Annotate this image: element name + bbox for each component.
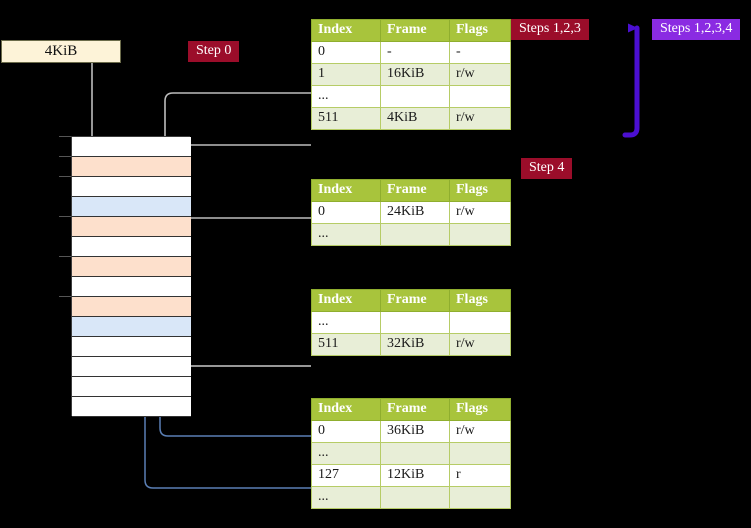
- column-header-index: Index: [311, 179, 381, 202]
- table-row[interactable]: ...: [311, 311, 511, 334]
- column-header-frame: Frame: [380, 289, 450, 312]
- table-cell: r/w: [449, 63, 511, 86]
- table-cell: r/w: [449, 333, 511, 356]
- table-cell: r: [449, 464, 511, 487]
- memory-frame-row: [72, 397, 191, 417]
- table-cell: [380, 486, 450, 509]
- memory-tick-mark: [59, 256, 71, 257]
- table-cell: [380, 442, 450, 465]
- table-cell: 16KiB: [380, 63, 450, 86]
- column-header-frame: Frame: [380, 19, 450, 42]
- table-cell: [449, 223, 511, 246]
- memory-tick-mark: [59, 296, 71, 297]
- table-cell: r/w: [449, 201, 511, 224]
- table-row[interactable]: ...: [311, 85, 511, 108]
- table-cell: 1: [311, 63, 381, 86]
- table-cell: 0: [311, 201, 381, 224]
- column-header-index: Index: [311, 19, 381, 42]
- table-cell: r/w: [449, 420, 511, 443]
- table-cell: 0: [311, 420, 381, 443]
- memory-frame-row: [72, 237, 191, 257]
- memory-frame-row: [72, 317, 191, 337]
- wire-pdpt-0-to-frame: [180, 217, 311, 236]
- badge-steps-123: Steps 1,2,3: [511, 19, 589, 40]
- column-header-flags: Flags: [449, 19, 511, 42]
- badge-step-0: Step 0: [188, 41, 240, 62]
- table-cell: ...: [311, 85, 381, 108]
- table-cell: [380, 311, 450, 334]
- memory-frame-row: [72, 337, 191, 357]
- table-cell: 24KiB: [380, 201, 450, 224]
- memory-frame-row: [72, 357, 191, 377]
- column-header-frame: Frame: [380, 179, 450, 202]
- wire-pd-511-to-frame: [175, 318, 311, 367]
- column-header-index: Index: [311, 398, 381, 421]
- table-cell: 32KiB: [380, 333, 450, 356]
- column-header-flags: Flags: [449, 289, 511, 312]
- steps-bracket-purple: [622, 23, 640, 138]
- table-cell: ...: [311, 311, 381, 334]
- badge-step-4: Step 4: [521, 158, 573, 179]
- badge-steps-1234-label: Steps 1,2,3,4: [660, 21, 733, 36]
- memory-tick-mark: [59, 176, 71, 177]
- table-cell: 511: [311, 333, 381, 356]
- physical-memory-column: [71, 136, 191, 417]
- memory-frame-row: [72, 277, 191, 297]
- table-cell: 511: [311, 107, 381, 130]
- table-cell: [449, 311, 511, 334]
- column-header-flags: Flags: [449, 179, 511, 202]
- frame-size-banner: 4KiB: [1, 40, 121, 63]
- table-cell: 12KiB: [380, 464, 450, 487]
- table-cell: ...: [311, 442, 381, 465]
- table-cell: [380, 223, 450, 246]
- table-row[interactable]: ...: [311, 486, 511, 509]
- table-cell: [449, 85, 511, 108]
- memory-frame-row: [72, 297, 191, 317]
- memory-frame-row: [72, 177, 191, 197]
- table-cell: 127: [311, 464, 381, 487]
- table-cell: ...: [311, 486, 381, 509]
- memory-tick-mark: [59, 136, 71, 137]
- table-cell: [449, 442, 511, 465]
- table-cell: 36KiB: [380, 420, 450, 443]
- memory-tick-mark: [59, 156, 71, 157]
- table-cell: 0: [311, 41, 381, 64]
- badge-steps-123-label: Steps 1,2,3: [519, 21, 581, 36]
- memory-frame-row: [72, 377, 191, 397]
- column-header-flags: Flags: [449, 398, 511, 421]
- table-row[interactable]: 0--: [311, 41, 511, 64]
- table-cell: [380, 85, 450, 108]
- memory-frame-row: [72, 197, 191, 217]
- table-cell: ...: [311, 223, 381, 246]
- table-cell: r/w: [449, 107, 511, 130]
- badge-step-4-label: Step 4: [529, 160, 565, 175]
- table-row[interactable]: ...: [311, 442, 511, 465]
- table-row[interactable]: ...: [311, 223, 511, 246]
- table-cell: -: [380, 41, 450, 64]
- memory-tick-mark: [59, 216, 71, 217]
- wire-pml4-to-memory-right: [178, 136, 311, 154]
- table-cell: -: [449, 41, 511, 64]
- badge-steps-1234: Steps 1,2,3,4: [652, 19, 741, 40]
- column-header-index: Index: [311, 289, 381, 312]
- column-header-frame: Frame: [380, 398, 450, 421]
- memory-frame-row: [72, 257, 191, 277]
- frame-size-label: 4KiB: [44, 43, 78, 59]
- badge-step-0-label: Step 0: [196, 43, 232, 58]
- table-cell: [449, 486, 511, 509]
- memory-frame-row: [72, 217, 191, 237]
- memory-frame-row: [72, 157, 191, 177]
- table-cell: 4KiB: [380, 107, 450, 130]
- memory-frame-row: [72, 137, 191, 157]
